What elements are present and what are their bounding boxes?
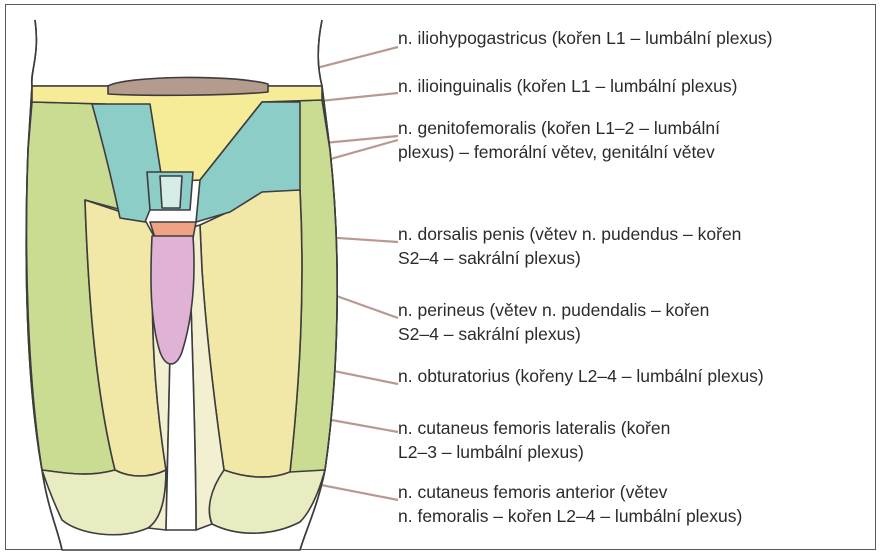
label-dorsalis-penis: n. dorsalis penis (větev n. pudendus – k… — [398, 222, 741, 270]
region-genital-inner — [160, 176, 182, 208]
body-regions — [26, 20, 337, 550]
label-obturatorius: n. obturatorius (kořeny L2–4 – lumbální … — [398, 364, 764, 388]
label-perineus: n. perineus (větev n. pudendalis – kořen… — [398, 298, 709, 346]
label-cutaneus-lateralis-line: L2–3 – lumbální plexus) — [398, 440, 670, 464]
label-perineus-line: n. perineus (větev n. pudendalis – kořen — [398, 298, 709, 322]
label-dorsalis-penis-line: n. dorsalis penis (větev n. pudendus – k… — [398, 222, 741, 246]
label-iliohypogastricus-line: n. iliohypogastricus (kořen L1 – lumbáln… — [398, 26, 773, 50]
label-ilioinguinalis: n. ilioinguinalis (kořen L1 – lumbální p… — [398, 74, 738, 98]
label-cutaneus-anterior-line: n. cutaneus femoris anterior (větev — [398, 480, 742, 504]
region-iliohypogastricus — [108, 77, 268, 95]
label-perineus-line: S2–4 – sakrální plexus) — [398, 322, 709, 346]
label-dorsalis-penis-line: S2–4 – sakrální plexus) — [398, 246, 741, 270]
label-cutaneus-lateralis-line: n. cutaneus femoris lateralis (kořen — [398, 416, 670, 440]
label-obturatorius-line: n. obturatorius (kořeny L2–4 – lumbální … — [398, 364, 764, 388]
label-genitofemoralis-line: plexus) – femorální větev, genitální vět… — [398, 140, 720, 164]
label-genitofemoralis-line: n. genitofemoralis (kořen L1–2 – lumbáln… — [398, 116, 720, 140]
label-genitofemoralis: n. genitofemoralis (kořen L1–2 – lumbáln… — [398, 116, 720, 164]
label-iliohypogastricus: n. iliohypogastricus (kořen L1 – lumbáln… — [398, 26, 773, 50]
label-ilioinguinalis-line: n. ilioinguinalis (kořen L1 – lumbální p… — [398, 74, 738, 98]
label-cutaneus-anterior-line: n. femoralis – kořen L2–4 – lumbální ple… — [398, 504, 742, 528]
